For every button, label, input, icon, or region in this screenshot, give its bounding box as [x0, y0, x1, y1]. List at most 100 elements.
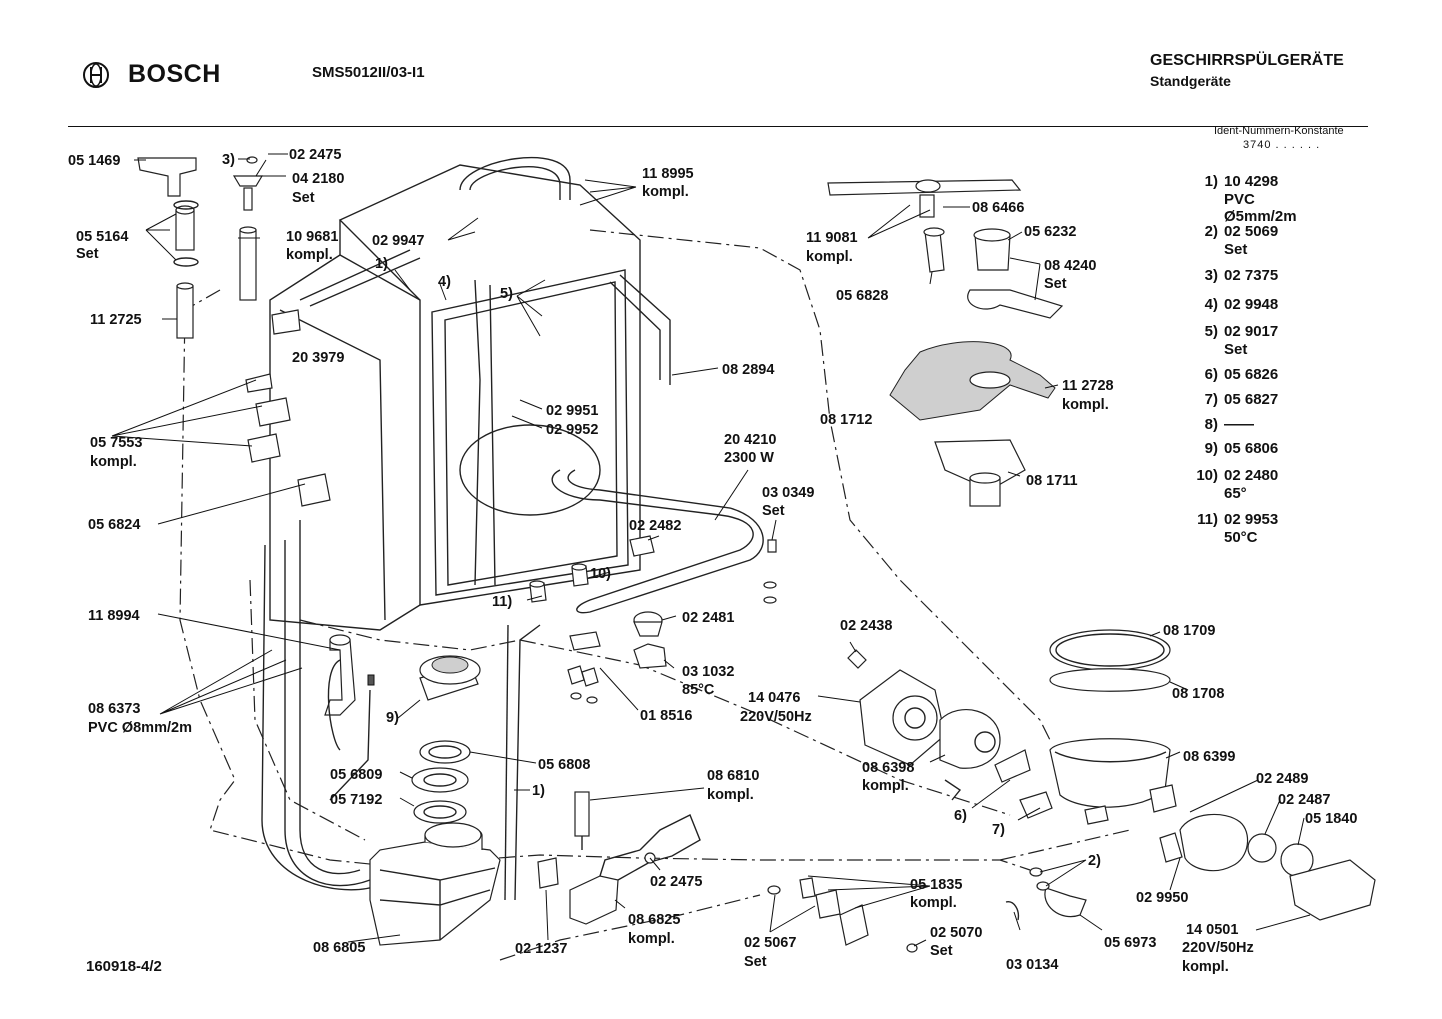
category-title: GESCHIRRSPÜLGERÄTE — [1150, 52, 1344, 69]
callout-label: 02 2482 — [629, 518, 681, 534]
callout-label: 10) — [590, 566, 611, 582]
brand-name: BOSCH — [128, 60, 221, 88]
callout-label: kompl. — [286, 247, 333, 263]
callout-label: Set — [1044, 276, 1067, 292]
callout-label: 08 6373 — [88, 701, 140, 717]
callout-label: 11 8995 — [642, 166, 694, 182]
callout-label: 6) — [954, 808, 967, 824]
callout-label: 04 2180 — [292, 171, 344, 187]
callout-label: 7) — [992, 822, 1005, 838]
callout-label: 05 6828 — [836, 288, 888, 304]
callout-label: 02 2481 — [682, 610, 734, 626]
callout-label: 08 1709 — [1163, 623, 1215, 639]
callout-label: 08 1708 — [1172, 686, 1224, 702]
callout-label: 02 2475 — [289, 147, 341, 163]
legend-item: 7)05 6827 — [1204, 391, 1279, 408]
legend-item: 9)05 6806 — [1204, 440, 1279, 457]
left-parts — [137, 156, 381, 891]
legend-item: 6)05 6826 — [1204, 366, 1279, 383]
callout-label: Set — [762, 503, 785, 519]
tub-body — [269, 156, 671, 631]
drawing-number: 160918-4/2 — [86, 958, 162, 975]
callout-label: 05 5164 — [76, 229, 128, 245]
callout-label: 02 9947 — [372, 233, 424, 249]
spray-arm-outline — [589, 229, 1051, 741]
callout-label: kompl. — [806, 249, 853, 265]
callout-label: 05 6232 — [1024, 224, 1076, 240]
callout-label: Set — [292, 190, 315, 206]
callout-label: 14 0476 — [748, 690, 800, 706]
circulation-pump-parts — [767, 629, 1376, 953]
callout-label: 220V/50Hz — [1182, 940, 1254, 956]
callout-label: 03 0134 — [1006, 957, 1058, 973]
callout-label: 3) — [222, 152, 235, 168]
callout-label: 9) — [386, 710, 399, 726]
callout-label: 03 1032 — [682, 664, 734, 680]
callout-label: 08 6810 — [707, 768, 759, 784]
callout-label: PVC Ø8mm/2m — [88, 720, 192, 736]
callout-label: kompl. — [642, 184, 689, 200]
callout-label: 08 6399 — [1183, 749, 1235, 765]
callout-label: 02 2489 — [1256, 771, 1308, 787]
callout-labels: 05 1469 05 5164 Set 11 2725 3) 02 2475 0… — [68, 147, 1357, 975]
callout-label: 08 6825 — [628, 912, 680, 928]
center-small-parts — [504, 535, 777, 925]
callout-label: 08 6398 — [862, 760, 914, 776]
callout-label: 85°C — [682, 682, 715, 698]
callout-label: kompl. — [707, 787, 754, 803]
callout-label: 02 2438 — [840, 618, 892, 634]
callout-label: 05 1835 — [910, 877, 962, 893]
callout-label: 1) — [375, 256, 388, 272]
bosch-armature-icon — [83, 61, 109, 88]
heating-element-part — [551, 469, 764, 614]
callout-label: kompl. — [1062, 397, 1109, 413]
callout-label: kompl. — [90, 454, 137, 470]
callout-label: 11 9081 — [806, 230, 858, 246]
sump-assembly — [369, 655, 501, 946]
callout-label: 05 6824 — [88, 517, 140, 533]
callout-label: 01 8516 — [640, 708, 692, 724]
callout-label: 08 2894 — [722, 362, 774, 378]
callout-label: 2300 W — [724, 450, 774, 466]
base-outline — [179, 289, 1131, 961]
category-subtitle: Standgeräte — [1150, 73, 1231, 89]
callout-label: 05 7192 — [330, 792, 382, 808]
callout-label: 10 9681 — [286, 229, 338, 245]
callout-label: 02 1237 — [515, 941, 567, 957]
callout-label: 05 7553 — [90, 435, 142, 451]
callout-label: 02 2475 — [650, 874, 702, 890]
callout-label: 220V/50Hz — [740, 709, 812, 725]
callout-label: 11 2728 — [1062, 378, 1114, 394]
callout-label: 20 4210 — [724, 432, 776, 448]
callout-label: 4) — [438, 274, 451, 290]
spray-arm-parts — [827, 179, 1064, 507]
callout-label: 08 6805 — [313, 940, 365, 956]
callout-label: Set — [76, 246, 99, 262]
callout-label: 08 4240 — [1044, 258, 1096, 274]
callout-label: 08 1711 — [1026, 473, 1078, 489]
callout-label: 08 6466 — [972, 200, 1024, 216]
callout-label: 08 1712 — [820, 412, 872, 428]
callout-label: 05 6973 — [1104, 935, 1156, 951]
callout-label: 11 8994 — [88, 608, 140, 624]
ident-label: Ident-Nummern-Konstante — [1214, 125, 1344, 137]
callout-label: kompl. — [910, 895, 957, 911]
callout-label: 20 3979 — [292, 350, 344, 366]
callout-label: 05 1840 — [1305, 811, 1357, 827]
callout-label: kompl. — [628, 931, 675, 947]
callout-label: kompl. — [862, 778, 909, 794]
header-rule — [68, 126, 1368, 127]
callout-label: 5) — [500, 286, 513, 302]
callout-label: 02 9950 — [1136, 890, 1188, 906]
callout-label: kompl. — [1182, 959, 1229, 975]
callout-label: 11) — [492, 594, 512, 610]
callout-label: 03 0349 — [762, 485, 814, 501]
callout-label: 11 2725 — [90, 312, 142, 328]
